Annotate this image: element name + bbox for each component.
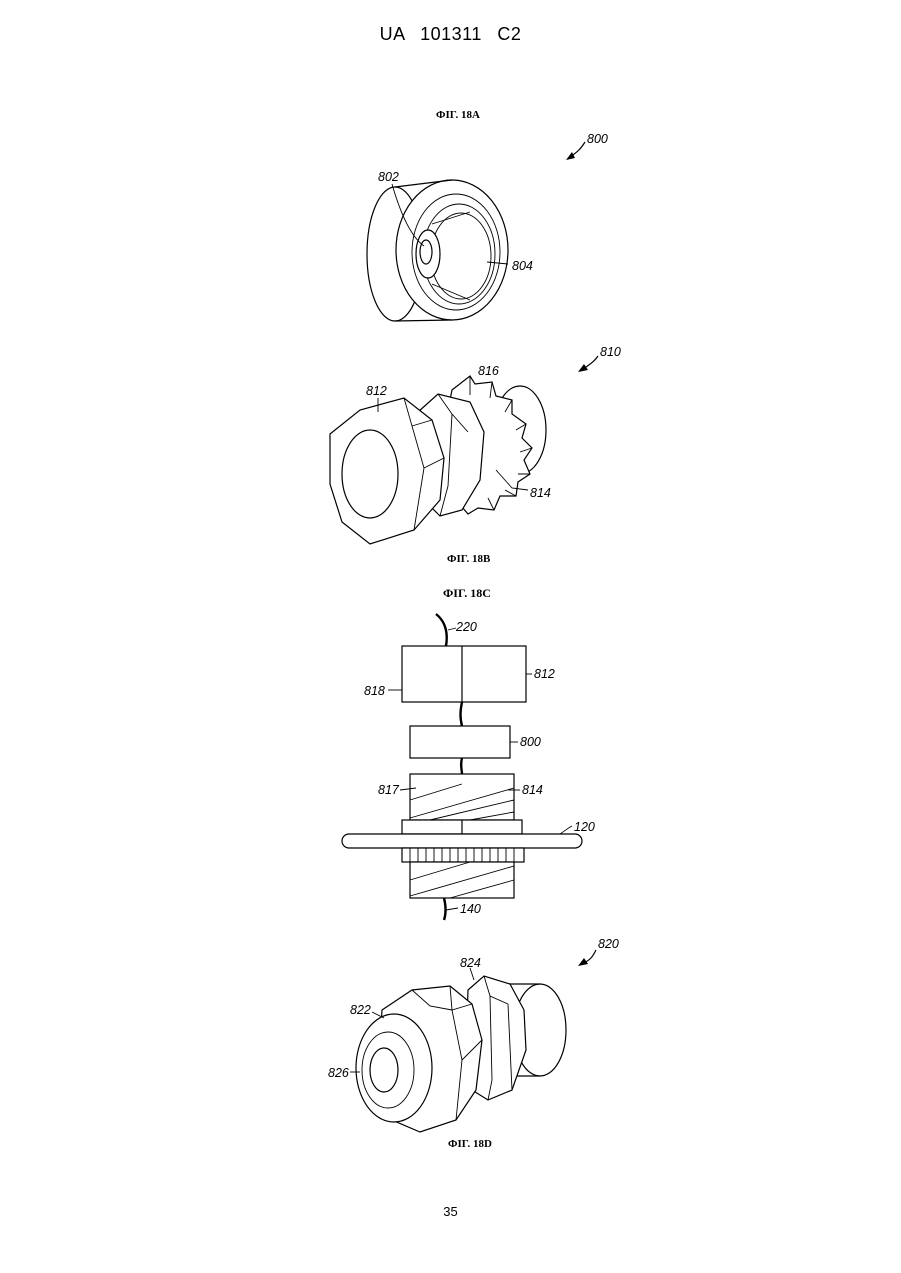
figure-18a-drawing	[367, 142, 585, 321]
ref-140: 140	[460, 902, 481, 916]
ref-800-a: 800	[587, 132, 608, 146]
ref-804: 804	[512, 259, 533, 273]
ref-824: 824	[460, 956, 481, 970]
ref-812-b: 812	[366, 384, 387, 398]
figure-18d-drawing	[350, 950, 596, 1132]
ref-820: 820	[598, 937, 619, 951]
ref-812-c: 812	[534, 667, 555, 681]
ref-822: 822	[350, 1003, 371, 1017]
ref-817: 817	[378, 783, 400, 797]
ref-816: 816	[478, 364, 499, 378]
ref-814-c: 814	[522, 783, 543, 797]
ref-220: 220	[455, 620, 477, 634]
page-number: 35	[0, 1204, 901, 1219]
ref-802: 802	[378, 170, 399, 184]
ref-800-c: 800	[520, 735, 541, 749]
figure-18c-drawing	[342, 614, 582, 920]
ref-814-b: 814	[530, 486, 551, 500]
ref-120: 120	[574, 820, 595, 834]
ref-818: 818	[364, 684, 385, 698]
ref-810: 810	[600, 345, 621, 359]
ref-826: 826	[328, 1066, 349, 1080]
